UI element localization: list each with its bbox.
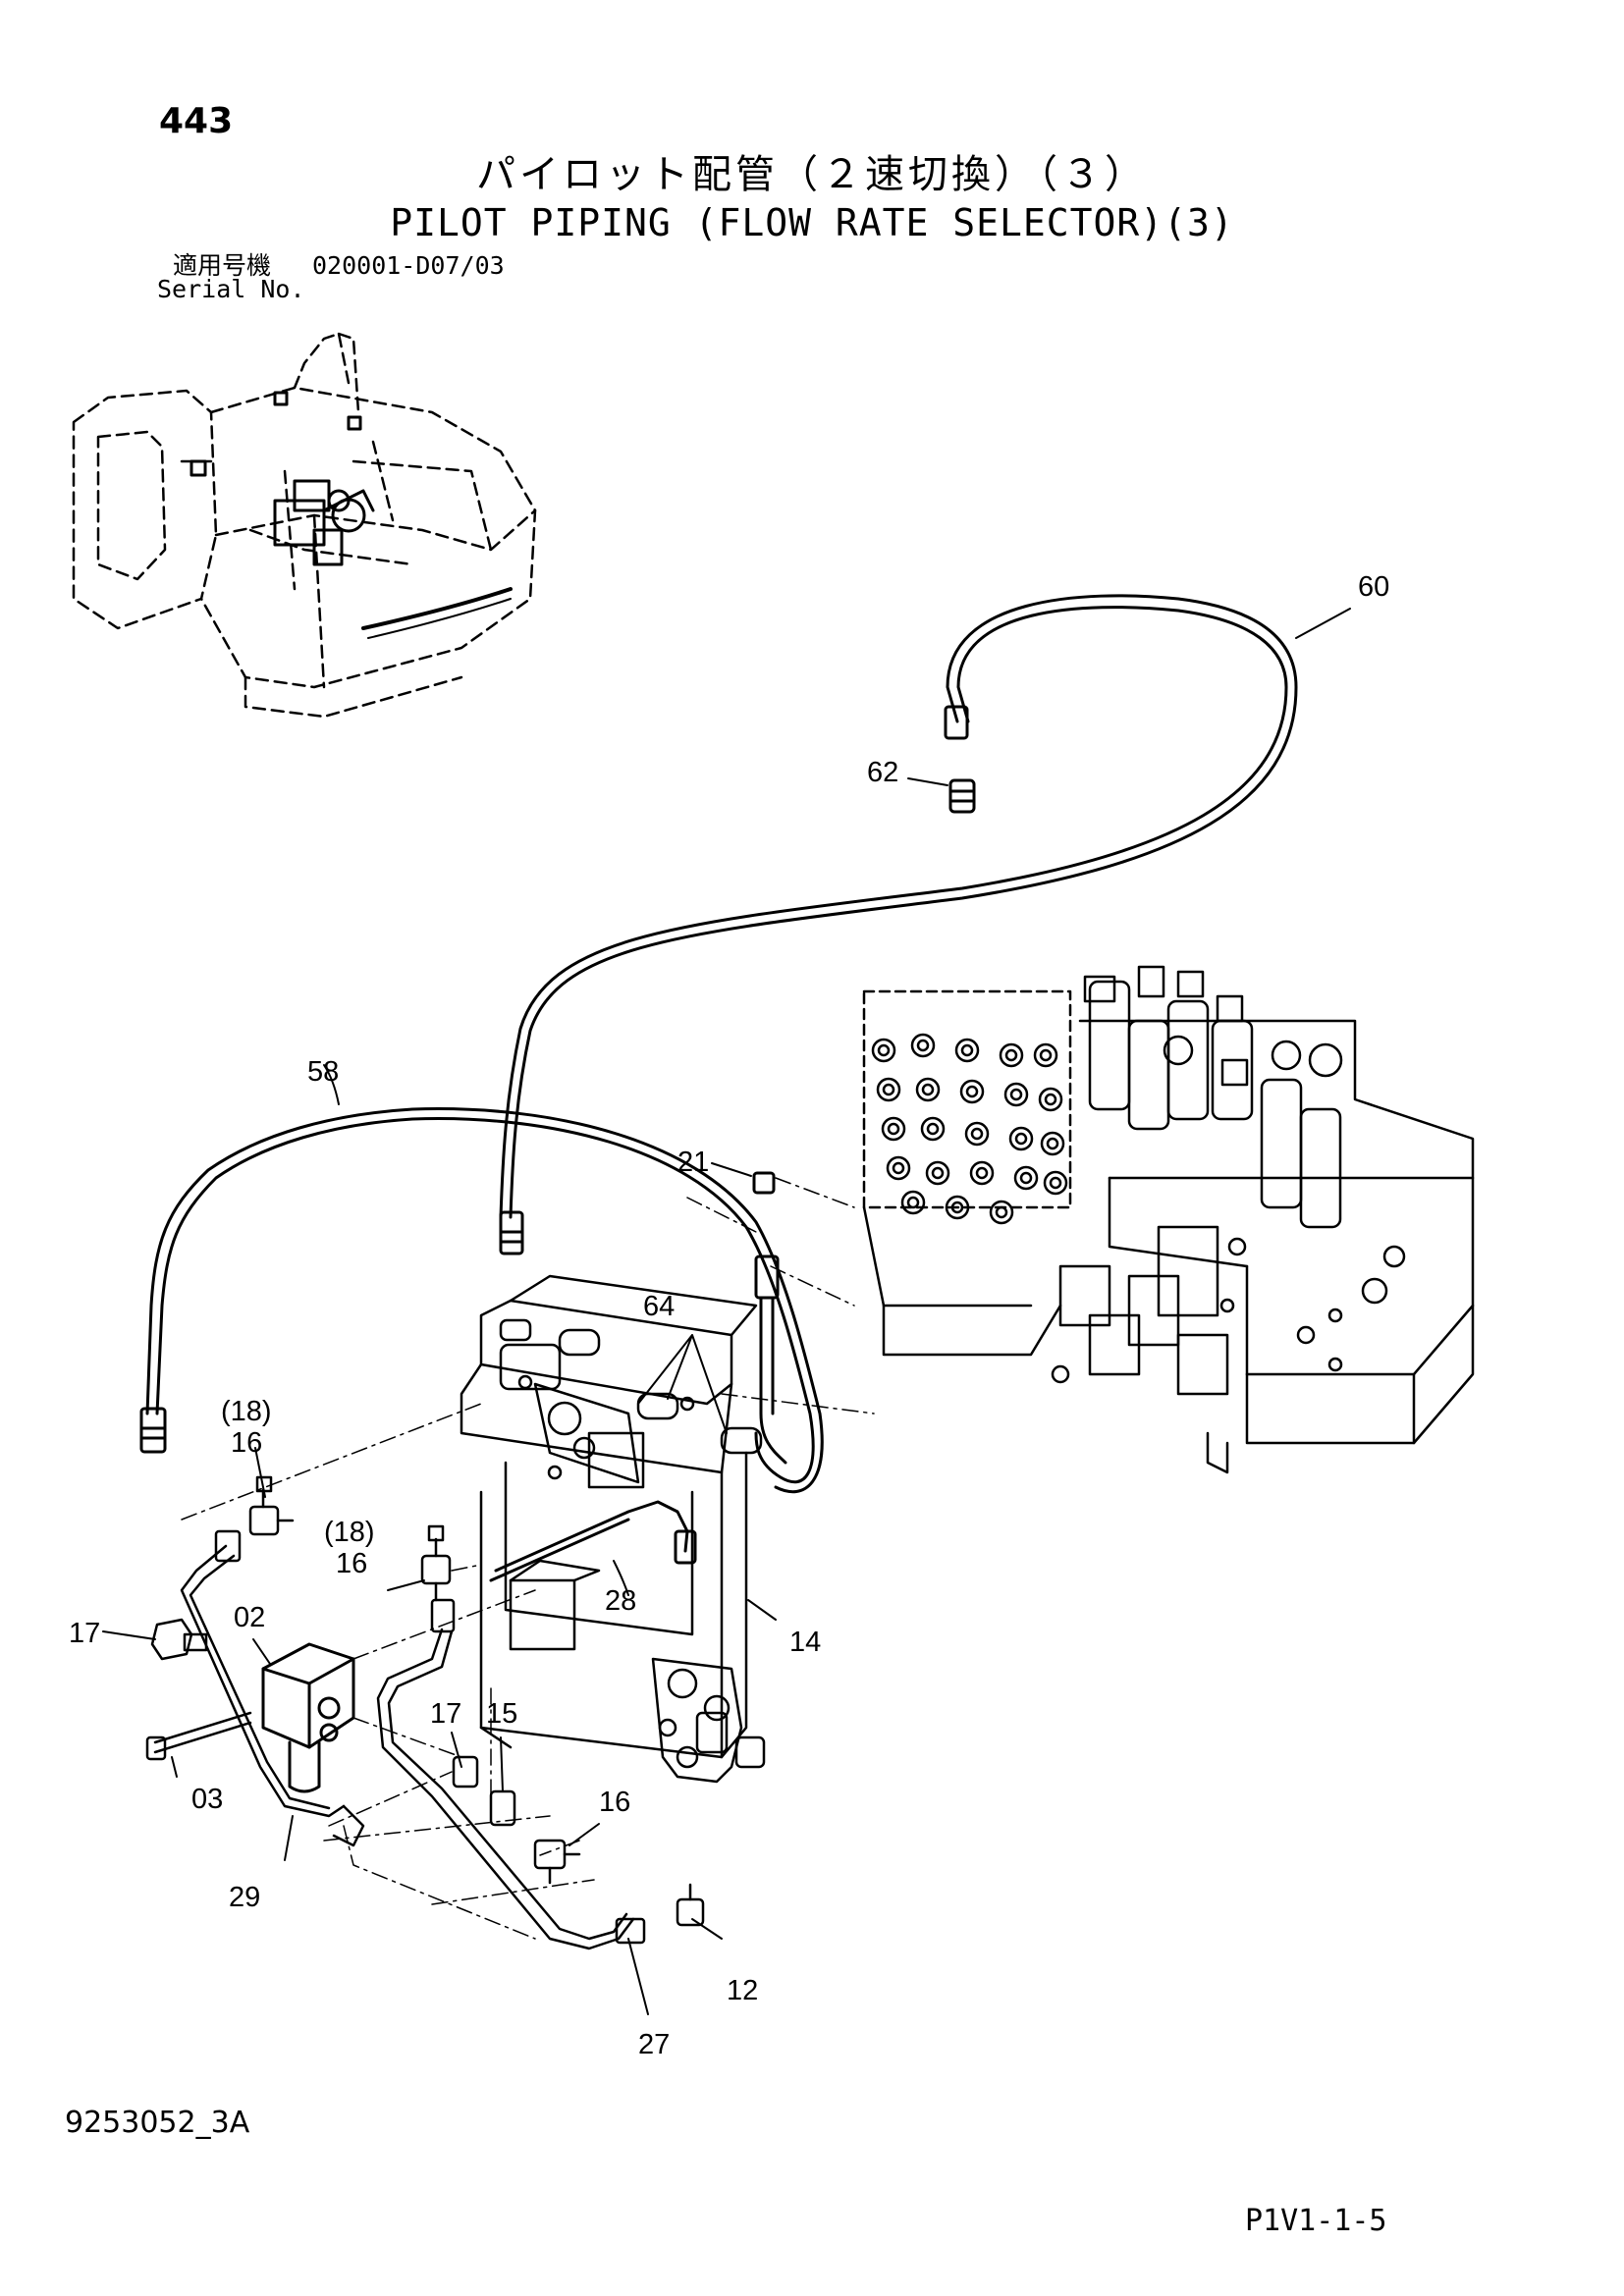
manifold-fitting — [1043, 1170, 1068, 1196]
manifold-fitting-bore — [1039, 1048, 1053, 1062]
pipe-28 — [489, 1500, 697, 1596]
serial-label-japanese: 適用号機 — [173, 251, 272, 280]
callout-29: 29 — [229, 1882, 260, 1913]
page-number: 443 — [159, 101, 234, 141]
fitting-16-left — [248, 1475, 295, 1536]
fittings-15-17-16 — [452, 1755, 705, 1927]
manifold-fitting — [900, 1190, 926, 1215]
manifold-fitting-bore — [950, 1201, 964, 1214]
bracket-assembly — [460, 1274, 766, 1784]
manifold-fitting — [871, 1038, 896, 1063]
tube-27 — [376, 1598, 646, 1950]
manifold-fitting-bore — [1046, 1137, 1059, 1150]
manifold-fitting-bore — [877, 1043, 891, 1057]
manifold-fitting — [881, 1116, 906, 1142]
manifold-fitting-bore — [882, 1083, 895, 1096]
manifold-fitting-bore — [887, 1122, 900, 1136]
callout-17-left: 17 — [69, 1618, 100, 1649]
hose-58 — [139, 1064, 824, 1494]
manifold-fitting-bore — [926, 1122, 940, 1136]
manifold-fitting-bore — [995, 1205, 1008, 1219]
manifold-fitting — [954, 1038, 980, 1063]
manifold-fitting-bore — [1019, 1171, 1033, 1185]
callout-64: 64 — [643, 1291, 675, 1322]
manifold-fitting — [969, 1160, 995, 1186]
manifold-fitting-bore — [970, 1127, 984, 1141]
manifold-fitting-bore — [965, 1085, 979, 1098]
manifold-fitting — [1038, 1087, 1063, 1112]
callout-58: 58 — [307, 1056, 339, 1088]
manifold-fittings — [871, 1033, 1068, 1225]
manifold-fitting — [1003, 1082, 1029, 1107]
callout-21: 21 — [677, 1147, 709, 1178]
manifold-fitting — [1033, 1042, 1058, 1068]
fitting-62 — [907, 777, 976, 814]
fitting-17-left — [150, 1618, 208, 1661]
manifold-fitting — [886, 1155, 911, 1181]
manifold-fitting-bore — [916, 1039, 930, 1052]
manifold-fitting-bore — [1044, 1093, 1057, 1106]
callout-18-middle: (18) — [324, 1517, 375, 1548]
bolt-03 — [145, 1711, 252, 1761]
solenoid-valve-02 — [261, 1642, 355, 1793]
title-japanese: パイロット配管（２速切換）（３） — [476, 152, 1148, 197]
serial-range: 020001-D07/03 — [312, 251, 505, 280]
manifold-fitting — [959, 1079, 985, 1104]
manifold-fitting — [989, 1200, 1014, 1225]
callout-28: 28 — [605, 1585, 636, 1617]
callout-02: 02 — [234, 1602, 265, 1633]
manifold-fitting-bore — [921, 1083, 935, 1096]
manifold-fitting — [925, 1160, 950, 1186]
callout-62: 62 — [867, 757, 898, 788]
callout-27: 27 — [638, 2029, 670, 2060]
manifold-fitting — [945, 1195, 970, 1220]
callout-15: 15 — [486, 1698, 517, 1730]
manifold-fitting-bore — [1049, 1176, 1062, 1190]
manifold-fitting — [1008, 1126, 1034, 1151]
manifold-fitting-bore — [1009, 1088, 1023, 1101]
manifold-fitting — [910, 1033, 936, 1058]
manifold-fitting — [1013, 1165, 1039, 1191]
title-english: PILOT PIPING (FLOW RATE SELECTOR)(3) — [390, 201, 1234, 244]
tube-29 — [180, 1529, 365, 1847]
callout-03: 03 — [191, 1784, 223, 1815]
hose-60 — [499, 594, 1298, 1255]
callout-16-upper: 16 — [231, 1427, 262, 1459]
manifold-fitting — [915, 1077, 941, 1102]
callout-labels: 60 62 58 21 64 (18) 16 (18) 16 28 14 17 … — [69, 571, 1389, 2060]
manifold-fitting-bore — [906, 1196, 920, 1209]
manifold-fitting-bore — [1014, 1132, 1028, 1146]
reference-lines — [181, 1177, 875, 1940]
manifold-fitting — [964, 1121, 990, 1147]
callout-16-middle: 16 — [336, 1548, 367, 1579]
callout-17-center: 17 — [430, 1698, 461, 1730]
manifold-fitting-bore — [975, 1166, 989, 1180]
drawing-number: 9253052_3A — [65, 2106, 250, 2140]
callout-18-upper: (18) — [221, 1396, 272, 1427]
callout-12: 12 — [727, 1975, 758, 2006]
manifold-fitting-bore — [960, 1043, 974, 1057]
leader-lines — [102, 608, 1351, 2015]
callout-60: 60 — [1358, 571, 1389, 603]
manifold-fitting-bore — [892, 1161, 905, 1175]
manifold-fitting — [876, 1077, 901, 1102]
excavator-overview — [72, 332, 537, 719]
serial-label-english: Serial No. — [157, 275, 305, 303]
callout-14: 14 — [789, 1627, 821, 1658]
manifold-fitting-bore — [1004, 1048, 1018, 1062]
manifold-fitting-bore — [931, 1166, 945, 1180]
manifold-fitting — [920, 1116, 946, 1142]
fitting-16-center — [420, 1524, 452, 1602]
manifold-fitting — [1040, 1131, 1065, 1156]
manifold-fitting — [999, 1042, 1024, 1068]
control-valve — [862, 965, 1475, 1474]
page-code: P1V1-1-5 — [1245, 2204, 1387, 2238]
callout-16-lower: 16 — [599, 1787, 630, 1818]
hose-21 — [711, 1162, 787, 1465]
